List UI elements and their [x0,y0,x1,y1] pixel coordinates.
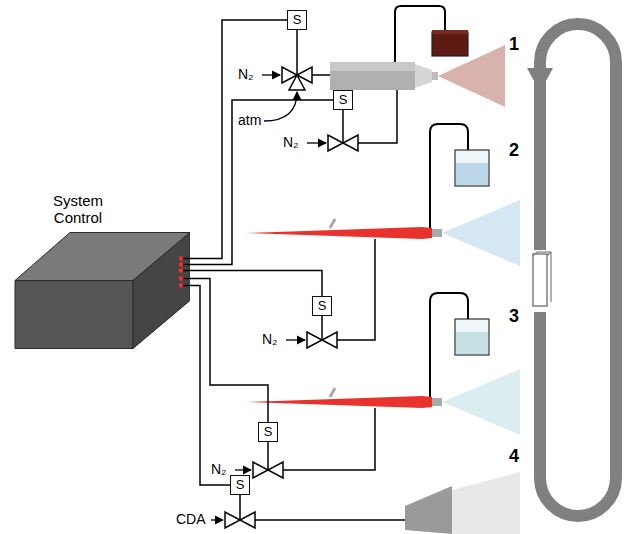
control-wire [190,279,268,423]
control-wire [190,20,287,259]
solenoid-box: S [333,90,353,110]
callout-number: 1 [509,34,519,56]
air-knife-station [405,472,520,534]
solenoid-box: S [258,422,278,442]
supply-lines [255,75,405,520]
callout-number: 2 [509,140,519,162]
solenoid-label: S [236,478,245,493]
solenoid-box: S [312,296,332,316]
spray-station-3 [245,293,520,435]
spray-station-1 [330,6,505,107]
gas-label: N₂ [238,66,254,83]
substrate-slide [533,252,551,306]
control-wire [190,286,230,486]
valve-stems [240,30,343,520]
vent-label: atm [238,112,261,129]
spray-station-2 [245,124,520,266]
solenoid-box: S [287,10,307,30]
solenoid-box: S [230,475,250,495]
solenoid-label: S [264,425,273,440]
inlet-arrows [211,75,326,520]
conveyor-loop [527,24,616,516]
gas-label: N₂ [211,461,227,478]
air-label: CDA [176,511,206,528]
callout-number: 3 [509,306,519,328]
solenoid-label: S [293,13,302,28]
valve-symbols [225,67,358,528]
gas-label: N₂ [262,331,278,348]
solenoid-label: S [339,93,348,108]
gas-label: N₂ [283,134,299,151]
solenoid-label: S [318,299,327,314]
control-wire [190,100,333,265]
unit-label: System Control [38,192,118,227]
callout-number: 4 [509,446,519,468]
control-unit: System Control [10,190,190,356]
